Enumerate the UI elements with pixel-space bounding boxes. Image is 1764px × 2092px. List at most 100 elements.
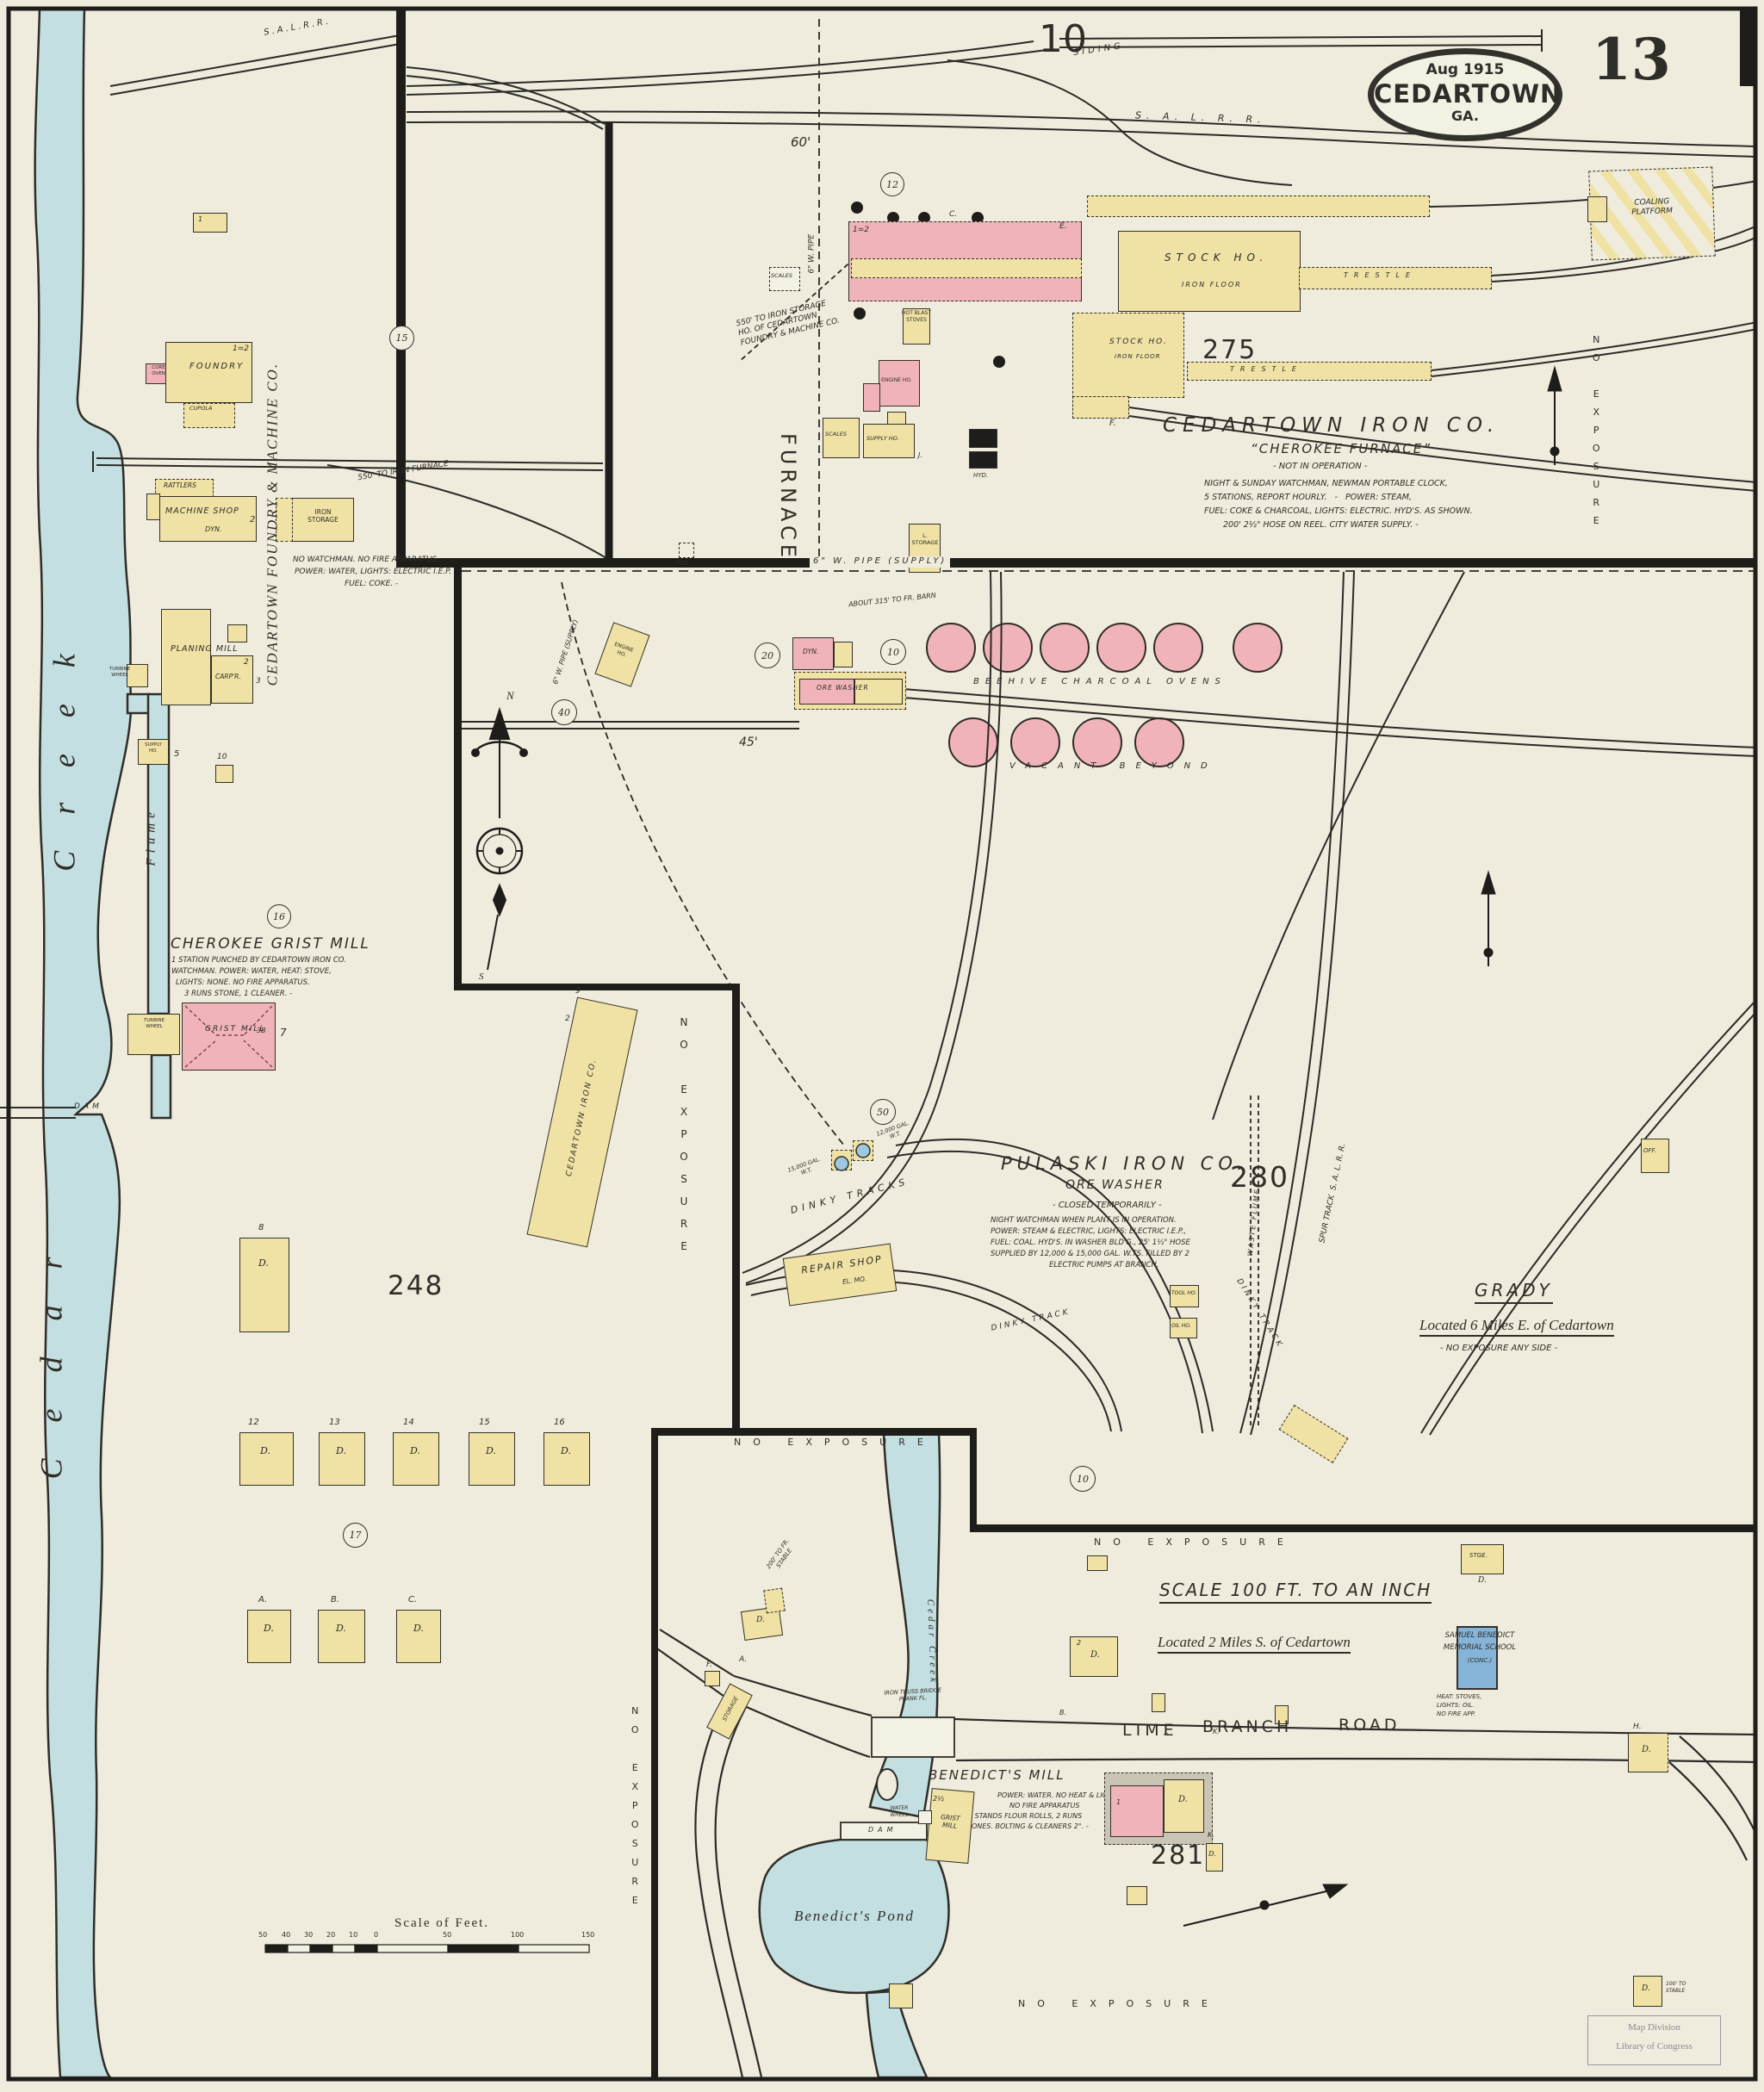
- scale-100ft-title: SCALE 100 FT. TO AN INCH: [1159, 1580, 1432, 1604]
- bm-note-4: STONES. BOLTING & CLEANERS 2°. -: [963, 1822, 1089, 1830]
- stock-house-1-floor: IRON FLOOR: [1182, 281, 1242, 289]
- benedicts-mill-title: BENEDICT'S MILL: [929, 1767, 1065, 1783]
- dw14-d: D.: [410, 1445, 420, 1456]
- no-exposure-bottom-south: NO EXPOSURE: [1018, 1998, 1220, 2009]
- trestle-strip-2: [1187, 362, 1432, 381]
- school-note-3: NO FIRE APP.: [1437, 1710, 1476, 1717]
- dwC-letter: C.: [408, 1595, 418, 1605]
- gm-note-1: 1 STATION PUNCHED BY CEDARTOWN IRON CO.: [171, 956, 346, 965]
- school-building: [1457, 1626, 1498, 1690]
- small-building-10-label: 10: [217, 753, 227, 761]
- coaling-office: [1587, 196, 1607, 222]
- water-pipe-label-top: 6" W. PIPE: [807, 233, 817, 274]
- stock-house-1-label: STOCK HO.: [1165, 251, 1269, 264]
- ovens-label: BEEHIVE CHARCOAL OVENS: [973, 677, 1227, 686]
- scales-house: [823, 418, 860, 458]
- fork-small-building: [705, 1671, 720, 1686]
- core-oven-label: CORE OVEN: [152, 365, 165, 376]
- sn-0: 0: [374, 1931, 379, 1939]
- circled-16-text: 16: [273, 910, 285, 922]
- foundry-building: [165, 342, 252, 403]
- cupola-shed: [183, 403, 235, 428]
- stock-house-2: [1072, 313, 1184, 398]
- dynamo-building: [792, 637, 834, 670]
- circled-50: 50: [870, 1099, 896, 1125]
- dwB-d: D.: [336, 1623, 346, 1634]
- sn-40: 40: [282, 1931, 291, 1939]
- coaling-platform-label: COALING PLATFORM: [1631, 197, 1674, 218]
- not-in-operation: - NOT IN OPERATION -: [1273, 462, 1368, 471]
- scale-of-feet-label: Scale of Feet.: [394, 1916, 490, 1930]
- label-f-bottom: F.: [706, 1661, 712, 1669]
- scale-bar: [264, 1944, 590, 1953]
- tool-house: [1170, 1285, 1199, 1307]
- hydrant-label-2: HYD.: [675, 560, 691, 567]
- office-building-label: OFF.: [1643, 1147, 1656, 1154]
- iron-co-title: CEDARTOWN IRON CO.: [1163, 414, 1500, 437]
- k-building-d: D.: [1208, 1850, 1216, 1858]
- dwelling-a: [247, 1610, 291, 1663]
- hot-blast-stoves: [903, 308, 930, 345]
- dynamo-label: DYN.: [803, 648, 819, 655]
- scale-100ft-text: SCALE 100 FT. TO AN INCH: [1159, 1580, 1432, 1604]
- railroad-tracks-middle: [462, 571, 1758, 1436]
- cherokee-furnace-subtitle: “CHEROKEE FURNACE”: [1251, 441, 1432, 456]
- gm-note-2: WATCHMAN. POWER: WATER, HEAT: STOVE,: [171, 967, 332, 976]
- tool-house-label: TOOL HO.: [1171, 1290, 1197, 1296]
- machine-shop-label: MACHINE SHOP: [165, 506, 239, 516]
- machine-shop-stories: 2: [250, 515, 256, 525]
- fork-dwelling-annex: [763, 1587, 786, 1614]
- lshape-dwelling-d: D.: [1090, 1650, 1100, 1660]
- trestle-2-label: TRESTLE: [1230, 365, 1302, 373]
- circled-40: 40: [551, 699, 577, 725]
- circled-50-text: 50: [877, 1106, 889, 1118]
- dam-left: [0, 1107, 76, 1119]
- stamp-city: CEDARTOWN: [1374, 79, 1562, 109]
- farm-dwelling-right: [1628, 1733, 1668, 1772]
- compass-s-letter: S: [479, 972, 484, 982]
- dwelling-8: [239, 1238, 289, 1332]
- circled-40-text: 40: [558, 706, 570, 718]
- stock-house-1: [1118, 231, 1301, 312]
- dwelling-15: [469, 1432, 515, 1486]
- dwelling-16: [543, 1432, 590, 1486]
- office-building-middle: [1641, 1139, 1669, 1173]
- ore-washer-east: [854, 679, 903, 705]
- k-building: [1206, 1843, 1223, 1872]
- circled-10-text: 10: [887, 646, 899, 658]
- hot-blast-stoves-label: HOT BLAST STOVES: [902, 310, 931, 323]
- rattlers-label: RATTLERS: [164, 481, 196, 489]
- circled-20-text: 20: [761, 649, 773, 661]
- dw16-num: 16: [554, 1418, 565, 1427]
- compass-rose: [471, 706, 528, 971]
- dwelling-14: [393, 1432, 439, 1486]
- carpenter-stories: 2: [244, 658, 249, 667]
- foundry-stories: 1=2: [233, 345, 249, 353]
- foundry-label: FOUNDRY: [189, 362, 245, 371]
- no-exposure-bottom-left: NO EXPOSURE: [629, 1705, 641, 1914]
- ore-washer-bldg-label: ORE WASHER: [817, 684, 869, 692]
- no-exposure-middle-left: NO EXPOSURE: [678, 1016, 690, 1263]
- grist-mill-roof-lines: [184, 1005, 273, 1068]
- small-building-1-label: 1: [198, 215, 203, 223]
- pipe-supply-label: 6" W. PIPE (SUPPLY): [810, 556, 951, 568]
- machine-shop-wing: [146, 494, 160, 520]
- stge-building: [1461, 1544, 1504, 1574]
- date-stamp-oval: Aug 1915 CEDARTOWN GA.: [1368, 48, 1562, 141]
- iron-co-note-3: FUEL: COKE & CHARCOAL, LIGHTS: ELECTRIC.…: [1204, 506, 1473, 516]
- supply-house-left-label: SUPPLY HO.: [145, 742, 162, 754]
- label-j: J.: [918, 451, 922, 459]
- circled-12: 12: [880, 172, 904, 196]
- sixty-ft-label: 60': [791, 134, 811, 150]
- lshape-dwelling-n2: 2: [1077, 1639, 1082, 1647]
- grady-located: Located 6 Miles E. of Cedartown: [1419, 1316, 1614, 1337]
- flume-name: Flume: [144, 807, 158, 866]
- furnace-stack-dots: [851, 202, 1005, 368]
- engine-house-top-label: ENGINE HO.: [881, 377, 912, 383]
- machine-shop-dyn: DYN.: [205, 525, 222, 533]
- planing-n3: 3: [256, 677, 261, 686]
- grady-title: GRADY: [1475, 1280, 1553, 1304]
- located-2-miles: Located 2 Miles S. of Cedartown: [1158, 1633, 1351, 1654]
- planing-mill-shed: [227, 624, 247, 642]
